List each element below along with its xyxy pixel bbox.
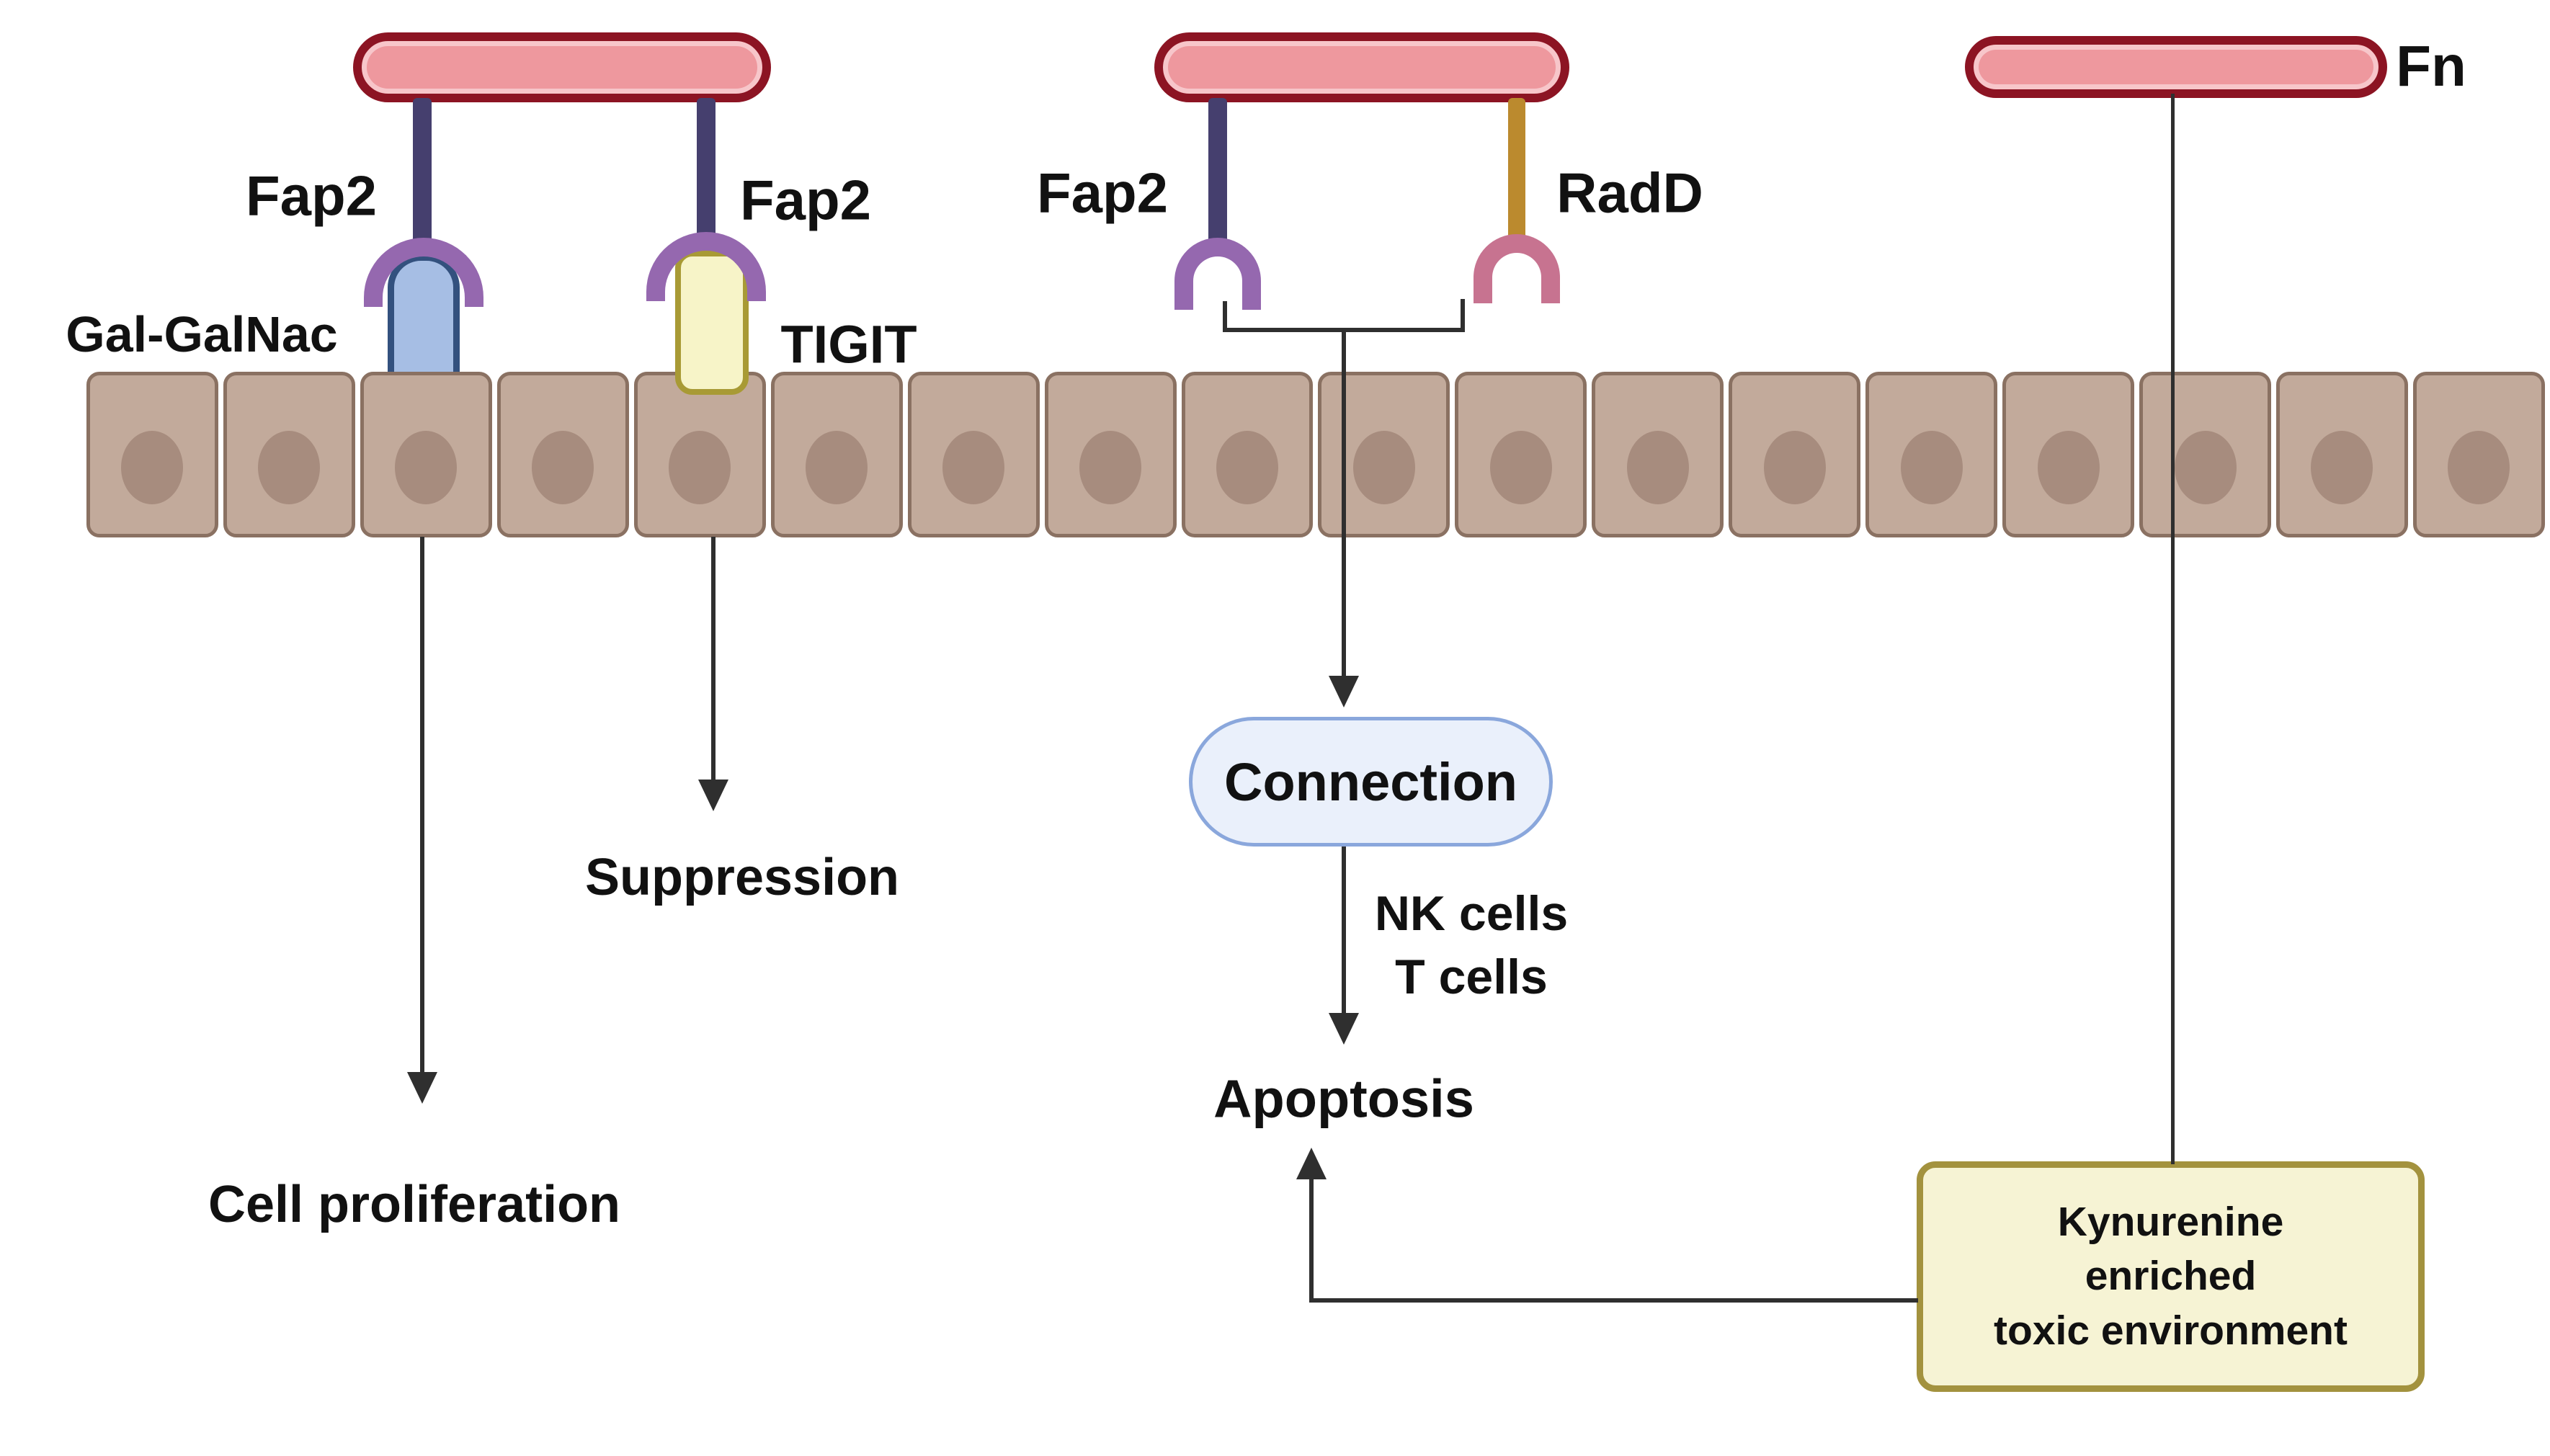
kynurenine-line-2: enriched — [2085, 1253, 2257, 1300]
bacterium-capsule-left — [353, 32, 771, 102]
kynurenine-box: Kynurenine enriched toxic environment — [1917, 1161, 2425, 1392]
epithelial-cell — [86, 372, 218, 537]
epithelial-cell — [2412, 372, 2545, 537]
cell-proliferation-label: Cell proliferation — [208, 1176, 621, 1233]
radd-label: RadD — [1556, 161, 1703, 225]
cell-nucleus — [2311, 430, 2373, 504]
cell-nucleus — [395, 430, 458, 504]
tigit-label: TIGIT — [780, 314, 917, 375]
arrow-suppression-shaft — [711, 537, 715, 782]
bacterium-capsule-middle — [1154, 32, 1569, 102]
fn-label: Fn — [2396, 34, 2466, 98]
bracket-right-stub — [1461, 299, 1465, 332]
cell-nucleus — [1900, 430, 1963, 504]
epithelial-cell — [1318, 372, 1450, 537]
bacterium-capsule-fn — [1965, 36, 2387, 98]
cell-nucleus — [1489, 430, 1552, 504]
cell-nucleus — [2448, 430, 2510, 504]
fap2-stalk-galgalnac — [413, 98, 432, 244]
cell-nucleus — [532, 430, 594, 504]
arrow-cell-proliferation-head — [407, 1072, 437, 1104]
cell-nucleus — [2037, 430, 2100, 504]
radd-stalk — [1508, 98, 1525, 240]
epithelial-cell — [223, 372, 355, 537]
box-to-apoptosis-vline — [1309, 1178, 1314, 1303]
box-to-apoptosis-head — [1296, 1148, 1327, 1179]
cell-nucleus — [1352, 430, 1415, 504]
suppression-label: Suppression — [584, 849, 900, 906]
fap2-arch-galgalnac — [364, 238, 483, 307]
epithelial-cell — [1044, 372, 1177, 537]
fap2-stalk-middle — [1208, 98, 1227, 244]
cell-nucleus — [806, 430, 868, 504]
arrow-connection-to-apoptosis-shaft — [1342, 847, 1346, 1016]
fap2-arch-tigit — [646, 232, 766, 301]
cell-nucleus — [1763, 430, 1826, 504]
epithelial-cell — [1729, 372, 1861, 537]
cell-nucleus — [942, 430, 1005, 504]
epithelium-row — [86, 372, 2545, 537]
fap2-label-left: Fap2 — [245, 164, 378, 228]
arrow-connection-to-apoptosis-head — [1329, 1013, 1359, 1045]
cell-nucleus — [121, 430, 184, 504]
nk-cells-label: NK cells — [1374, 886, 1569, 941]
fap2-label-middle: Fap2 — [1036, 161, 1169, 225]
arrow-cell-proliferation-shaft — [420, 537, 424, 1073]
connection-node: Connection — [1189, 717, 1553, 847]
cell-nucleus — [1216, 430, 1278, 504]
connection-label: Connection — [1224, 751, 1517, 812]
cell-nucleus — [258, 430, 321, 504]
fap2-fork-middle — [1174, 238, 1261, 310]
epithelial-cell — [770, 372, 903, 537]
epithelial-cell — [496, 372, 629, 537]
gal-galnac-label: Gal-GalNac — [66, 306, 338, 362]
fap2-label-tigit: Fap2 — [739, 168, 872, 232]
epithelial-cell — [633, 372, 766, 537]
arrow-bracket-to-connection-head — [1329, 676, 1359, 707]
box-to-apoptosis-hline — [1309, 1298, 1918, 1303]
t-cells-label: T cells — [1395, 950, 1548, 1004]
arrow-bracket-to-connection-shaft — [1342, 328, 1346, 677]
fap2-stalk-tigit — [697, 98, 715, 239]
epithelial-cell — [1181, 372, 1314, 537]
bracket-left-stub — [1223, 301, 1227, 332]
epithelial-cell — [2276, 372, 2408, 537]
cell-nucleus — [1626, 430, 1689, 504]
epithelial-cell — [2139, 372, 2271, 537]
cell-nucleus — [1079, 430, 1142, 504]
cell-nucleus — [2174, 430, 2237, 504]
radd-fork — [1474, 234, 1560, 303]
epithelial-cell — [2002, 372, 2135, 537]
epithelial-cell — [1865, 372, 1998, 537]
kynurenine-line-3: toxic environment — [1994, 1307, 2348, 1354]
fn-to-box-line — [2171, 94, 2175, 1164]
arrow-suppression-head — [698, 780, 728, 811]
epithelial-cell — [360, 372, 492, 537]
kynurenine-line-1: Kynurenine — [2057, 1199, 2284, 1246]
epithelial-cell — [1592, 372, 1724, 537]
epithelial-cell — [907, 372, 1040, 537]
epithelial-cell — [1455, 372, 1587, 537]
cell-nucleus — [669, 430, 731, 504]
apoptosis-label: Apoptosis — [1213, 1068, 1474, 1129]
